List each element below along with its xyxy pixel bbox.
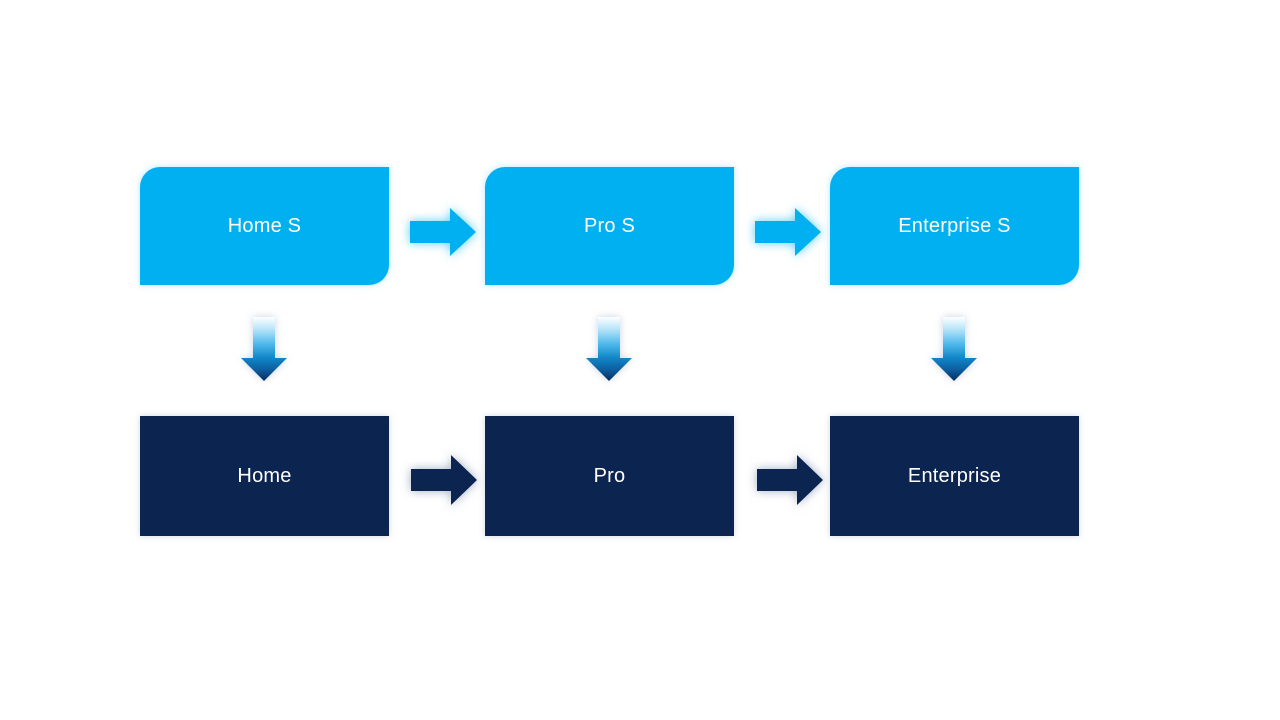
node-enterprise-s-label: Enterprise S bbox=[898, 214, 1011, 237]
right-arrow-icon bbox=[757, 455, 823, 505]
down-arrow-icon bbox=[241, 317, 287, 381]
right-arrow-icon bbox=[755, 208, 821, 256]
node-pro-label: Pro bbox=[593, 464, 626, 487]
node-enterprise-label: Enterprise bbox=[907, 464, 1002, 487]
down-arrow-icon bbox=[586, 317, 632, 381]
node-home-s: Home S bbox=[140, 167, 389, 285]
down-arrow-icon bbox=[931, 317, 977, 381]
right-arrow-icon bbox=[411, 455, 477, 505]
node-enterprise-s: Enterprise S bbox=[830, 167, 1079, 285]
node-home: Home bbox=[140, 416, 389, 536]
node-pro-s: Pro S bbox=[485, 167, 734, 285]
node-pro-s-label: Pro S bbox=[583, 214, 636, 237]
node-pro: Pro bbox=[485, 416, 734, 536]
node-home-label: Home bbox=[237, 464, 292, 487]
right-arrow-icon bbox=[410, 208, 476, 256]
node-enterprise: Enterprise bbox=[830, 416, 1079, 536]
node-home-s-label: Home S bbox=[227, 214, 302, 237]
